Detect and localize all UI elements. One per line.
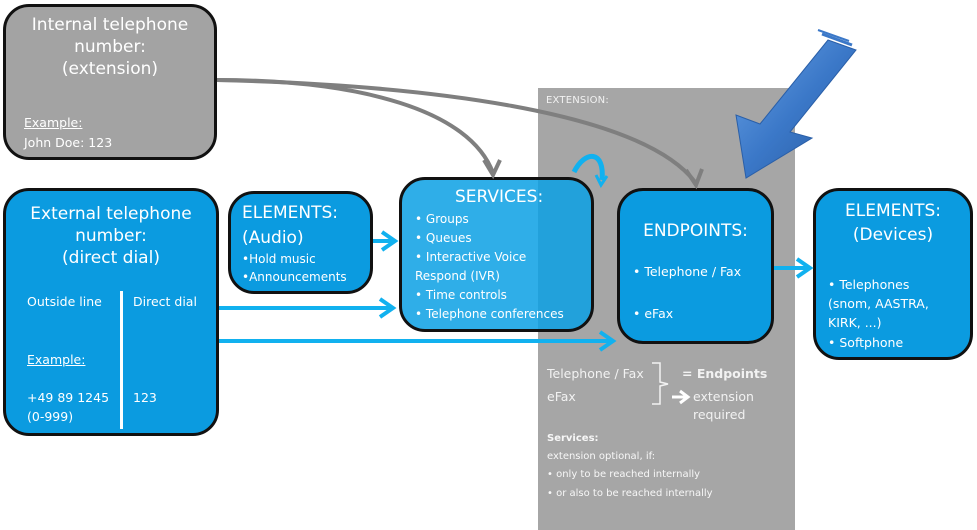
services-list: • Groups • Queues • Interactive Voice Re… — [415, 210, 564, 324]
elements-audio-box: ELEMENTS: (Audio) Hold music Announcemen… — [228, 191, 373, 294]
gray-arrow-to-endpoints — [216, 78, 697, 184]
services-loop-arrowhead — [594, 174, 609, 188]
direct-dial-header: Direct dial — [133, 294, 197, 309]
arrowhead — [380, 230, 399, 252]
elements-devices-subtitle: (Devices) — [852, 225, 934, 245]
elements-audio-subtitle: (Audio) — [242, 228, 304, 248]
services-note-bullet: • or also to be reached internally — [547, 488, 713, 499]
services-loop-arrow — [571, 153, 605, 181]
endpoints-title: ENDPOINTS: — [643, 221, 748, 241]
list-item-detail: (snom, AASTRA, — [828, 296, 929, 311]
elements-audio-list: Hold music Announcements — [242, 250, 347, 286]
elements-audio-title: ELEMENTS: — [242, 203, 338, 223]
outside-line-range: (0-999) — [27, 409, 74, 424]
list-item: • Time controls — [415, 288, 507, 302]
list-item: • Interactive Voice — [415, 250, 527, 264]
legend-brace — [652, 362, 669, 405]
arrowhead — [795, 257, 814, 279]
outside-line-header: Outside line — [27, 294, 102, 309]
legend-equals-endpoints: = Endpoints — [682, 366, 768, 381]
arrowhead — [598, 330, 617, 352]
list-item: • Telephone / Fax — [633, 264, 742, 279]
legend-telephone-fax: Telephone / Fax — [547, 366, 644, 381]
legend-extension: extension — [693, 389, 754, 404]
internal-example-value: John Doe: 123 — [24, 135, 113, 150]
list-item: Announcements — [242, 268, 347, 286]
internal-number-title: Internal telephone number: (extension) — [6, 14, 214, 80]
list-item-continuation: Respond (IVR) — [415, 269, 500, 283]
title-line: (extension) — [61, 59, 159, 79]
external-number-title: External telephone number: (direct dial) — [6, 203, 216, 269]
services-note-line: extension optional, if: — [547, 451, 656, 462]
internal-example-label: Example: — [24, 115, 83, 130]
list-item: • Groups — [415, 212, 469, 226]
gray-arrowhead-endpoints — [684, 168, 704, 190]
gray-arrow-to-services — [216, 78, 495, 174]
list-item: • Telephone conferences — [415, 307, 564, 321]
extension-label: EXTENSION: — [546, 95, 609, 106]
legend-required: required — [693, 407, 746, 422]
list-item: Hold music — [242, 250, 347, 268]
title-line: Internal telephone — [31, 15, 189, 35]
column-divider — [120, 291, 123, 429]
external-example-label: Example: — [27, 352, 86, 367]
title-line: number: — [74, 37, 146, 57]
legend-efax: eFax — [547, 389, 576, 404]
services-box: SERVICES: • Groups • Queues • Interactiv… — [399, 177, 594, 332]
internal-number-box: Internal telephone number: (extension) E… — [3, 4, 217, 160]
endpoints-box: ENDPOINTS: • Telephone / Fax • eFax — [617, 188, 774, 344]
direct-dial-value: 123 — [133, 390, 157, 405]
services-title: SERVICES: — [455, 187, 544, 207]
outside-line-value: +49 89 1245 — [27, 390, 110, 405]
list-item: • Softphone — [828, 335, 904, 350]
list-item: • eFax — [633, 306, 674, 321]
list-item-detail: KIRK, ...) — [828, 315, 882, 330]
elements-devices-title: ELEMENTS: — [845, 201, 941, 221]
legend-arrow — [672, 389, 691, 405]
external-number-box: External telephone number: (direct dial)… — [3, 188, 219, 436]
elements-devices-box: ELEMENTS: (Devices) • Telephones (snom, … — [813, 188, 973, 360]
title-line: External telephone — [30, 204, 192, 224]
gray-arrowhead-services — [482, 158, 502, 180]
services-note-bullet: • only to be reached internally — [547, 469, 701, 480]
title-line: number: — [75, 226, 147, 246]
big-pointer-arrow — [735, 29, 857, 179]
list-item: • Telephones — [828, 277, 910, 292]
services-note-heading: Services: — [547, 433, 599, 444]
title-line: (direct dial) — [62, 248, 160, 268]
list-item: • Queues — [415, 231, 472, 245]
arrowhead — [378, 297, 397, 319]
